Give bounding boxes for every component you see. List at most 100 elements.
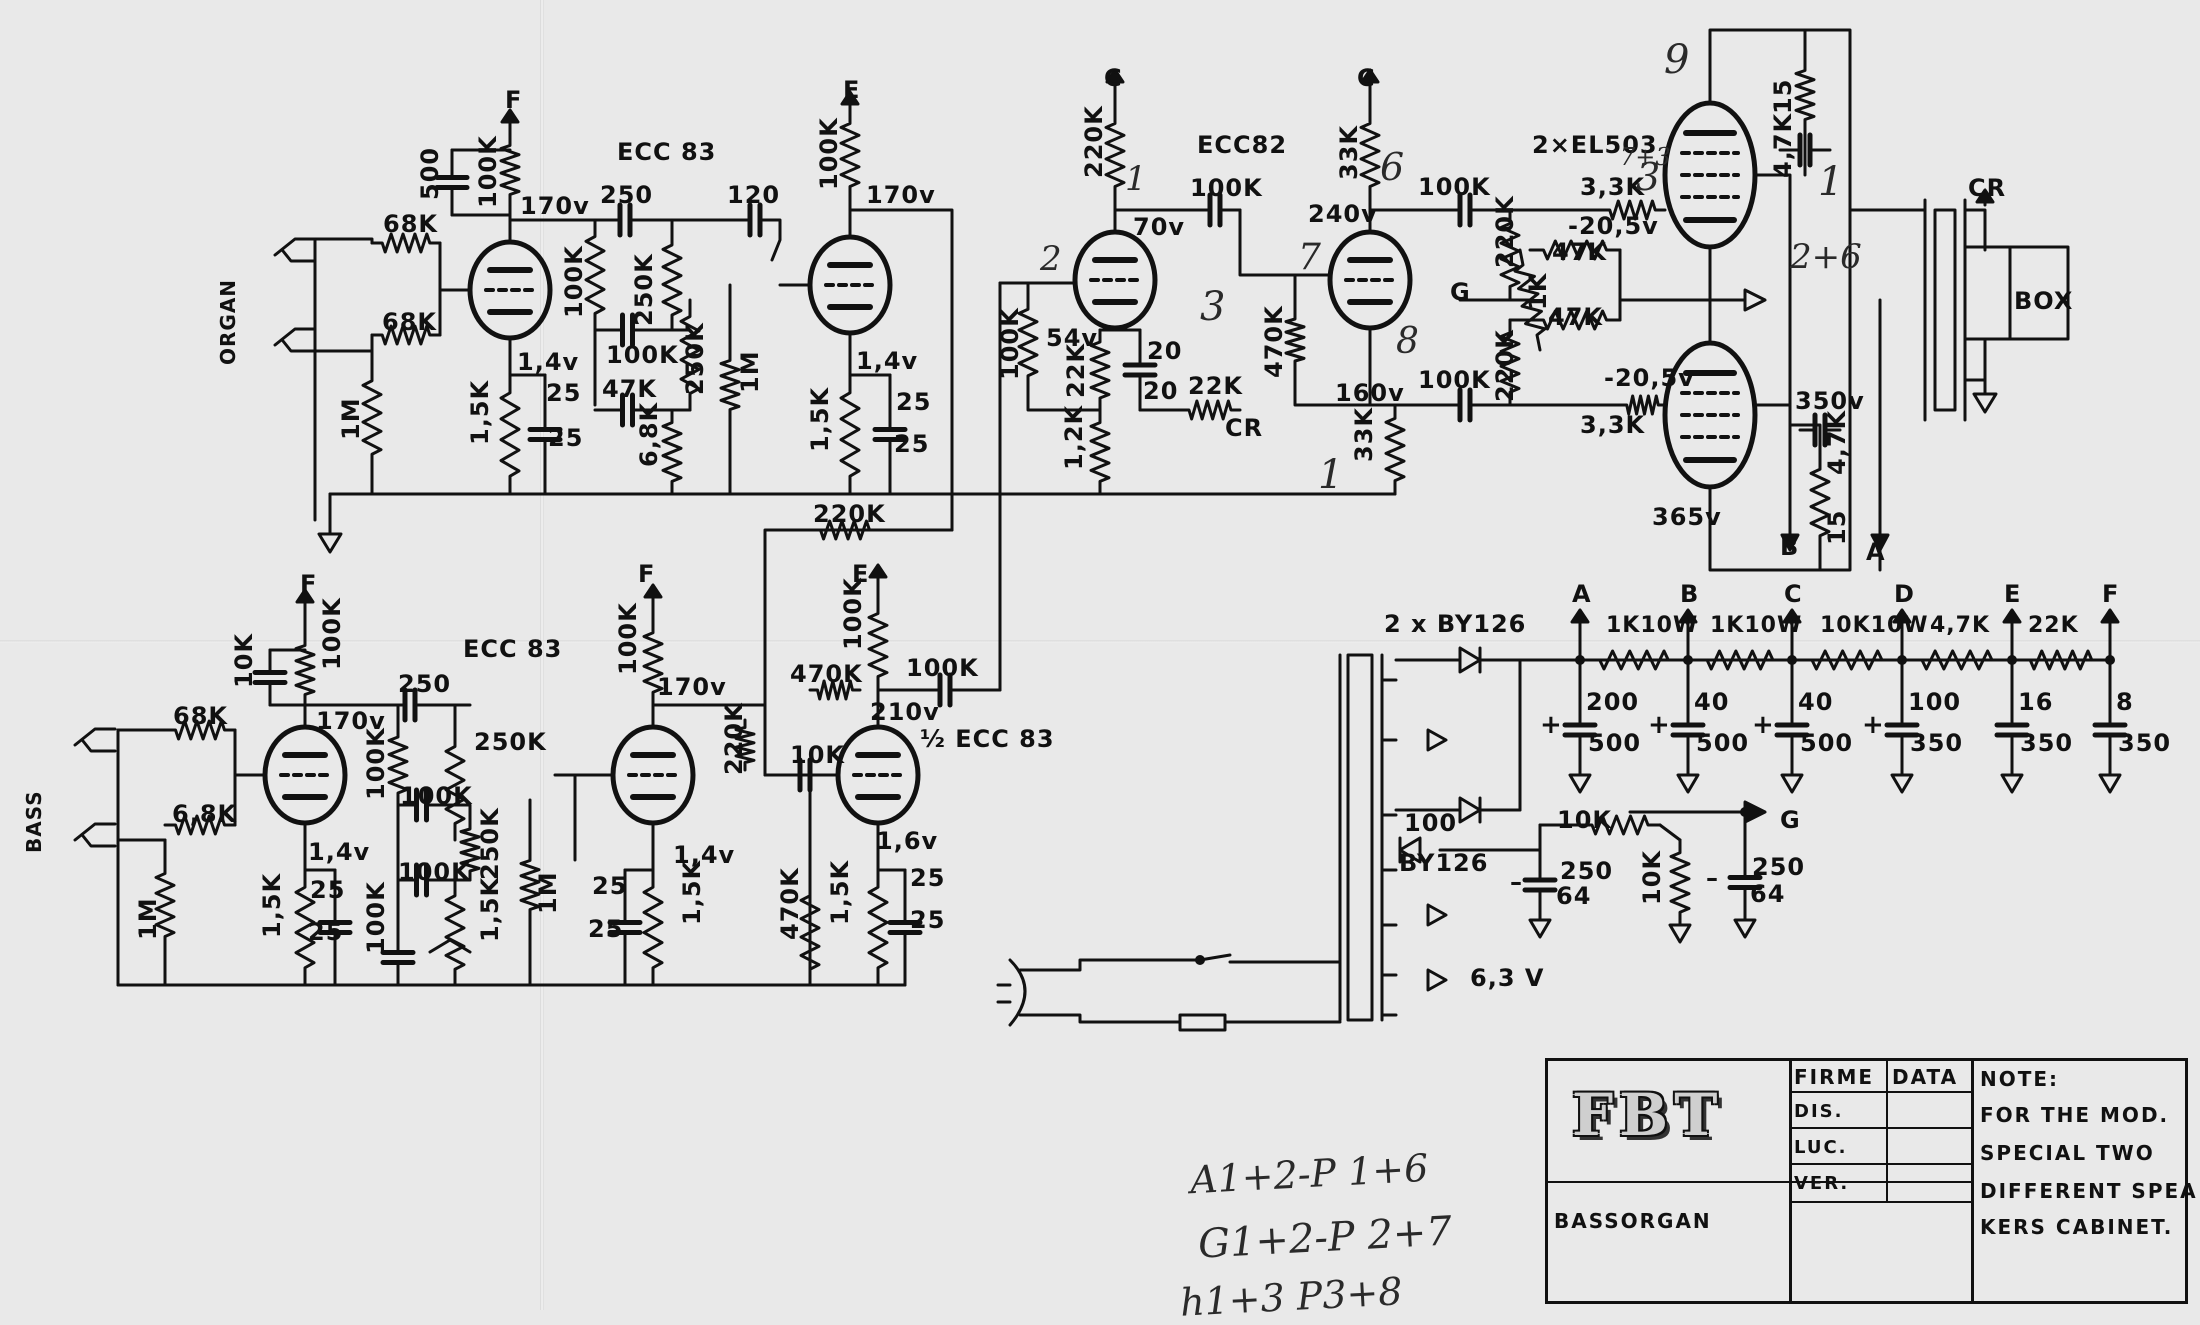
supply-arrow — [1570, 608, 1590, 624]
resistor-label: 220K — [720, 702, 748, 775]
cap-label: 20 — [1147, 337, 1183, 365]
supply-node-label: A — [1572, 580, 1592, 608]
wire — [438, 241, 472, 292]
filter-cap-voltage: 350 — [2118, 729, 2172, 757]
filter-cap-value: 200 — [1586, 688, 1640, 716]
note-line: DIFFERENT SPEA — [1980, 1179, 2198, 1203]
resistor — [867, 868, 889, 987]
voltage-organ-v2-cathode: 1,4v — [856, 347, 919, 375]
pot-label: 1M — [534, 871, 562, 914]
junction-dot — [1195, 955, 1205, 965]
filter-cap-voltage: 500 — [1696, 729, 1750, 757]
components — [73, 58, 2128, 1032]
rectifier-label: 2 x BY126 — [1384, 610, 1527, 638]
wire — [1658, 823, 1682, 842]
title-block-divider — [1789, 1127, 1974, 1129]
voltage-bass-v2-cathode: 1,4v — [673, 841, 736, 869]
resistor-label: 100K — [996, 307, 1024, 380]
filter-cap-value: 16 — [2018, 688, 2054, 716]
resistor — [1017, 293, 1039, 392]
cap-label: 250 — [398, 670, 452, 698]
ground-symbol — [1890, 773, 1914, 794]
triode-envelope — [807, 234, 893, 336]
resistor-label: 100K — [362, 881, 390, 954]
triode-envelope — [1327, 229, 1413, 331]
cap-label: 25 — [910, 906, 946, 934]
resistor — [1528, 239, 1622, 261]
mains-fuse — [1178, 1013, 1227, 1032]
filter-cap-value: 100 — [1908, 688, 1962, 716]
bias-cap-1-voltage: 64 — [1556, 882, 1592, 910]
bass-input-label: BASS — [22, 790, 46, 853]
resistor-label: 1M — [134, 897, 162, 940]
cap-label: 100K — [906, 654, 979, 682]
ground-symbol — [2098, 773, 2122, 794]
handwritten-tube-number: 9 — [1664, 37, 1690, 83]
bias-cap-1-value: 250 — [1560, 857, 1614, 885]
supply-node-label: B — [1680, 580, 1700, 608]
wire — [428, 938, 452, 954]
resistor-label: 22K — [1188, 372, 1243, 400]
handwritten-tube-number: 1 — [1318, 452, 1344, 498]
cap-polarity: + — [1752, 710, 1775, 740]
column-data: DATA — [1892, 1065, 1959, 1089]
note-line: FOR THE MOD. — [1980, 1103, 2170, 1127]
supply-arrow — [500, 108, 520, 124]
resistor — [163, 719, 237, 741]
resistor — [1809, 453, 1831, 552]
resistor — [839, 373, 861, 496]
tube-label-phase-inverter: ECC82 — [1197, 131, 1288, 159]
series-resistor-label: 1K10W — [1606, 613, 1699, 638]
cap-label: 25 — [910, 864, 946, 892]
speaker-connector — [1963, 245, 2012, 341]
resistor — [1384, 403, 1406, 496]
resistor-label: 33K — [1335, 125, 1363, 180]
paper-fold-vertical — [540, 0, 544, 1310]
resistor — [808, 679, 862, 701]
bias-arrow — [1743, 800, 1767, 824]
handwritten-note: h1+3 P3+8 — [1179, 1269, 1404, 1325]
title-block-divider — [1789, 1163, 1974, 1165]
speaker-node-label: CR — [1968, 174, 2007, 202]
wire — [1018, 958, 1202, 972]
resistor-label: 100K — [362, 727, 390, 800]
voltage-pi-plate-left: 70v — [1133, 213, 1186, 241]
handwritten-tube-number: 7 — [1298, 237, 1321, 278]
resistor — [1618, 394, 1667, 416]
resistor — [370, 324, 442, 346]
cap-polarity: + — [1862, 710, 1885, 740]
supply-arrow — [1780, 533, 1800, 552]
resistor — [1499, 208, 1521, 302]
handwritten-tube-number: 1 — [1818, 159, 1844, 205]
resistor — [1089, 328, 1111, 412]
voltage-mixer-cathode: 1,6v — [876, 827, 939, 855]
row-ver: VER. — [1794, 1173, 1850, 1194]
supply-arrow — [840, 90, 860, 106]
cap-label: 120 — [727, 181, 781, 209]
supply-arrow — [1105, 68, 1125, 84]
resistor — [459, 818, 481, 882]
supply-arrow — [1892, 608, 1912, 624]
supply-node-g-pi: G — [1450, 278, 1471, 306]
input-jack — [81, 834, 117, 848]
mains-plug — [1008, 958, 1027, 1027]
supply-arrow — [1782, 608, 1802, 624]
resistor-label: 15 — [1769, 78, 1797, 114]
resistor-label: 6,8K — [172, 800, 238, 828]
supply-node-f-bass: F — [300, 570, 318, 598]
supply-arrow — [643, 583, 663, 599]
supply-arrow — [1870, 533, 1890, 552]
ground-symbol — [2000, 773, 2024, 794]
resistor — [661, 408, 683, 496]
diode — [1458, 796, 1482, 824]
ground-symbol — [1780, 773, 1804, 794]
wire — [233, 728, 267, 777]
handwritten-tube-number: 1 — [1125, 159, 1147, 199]
wire — [1963, 338, 1987, 382]
voltage-bass-v2-plate: 170v — [657, 673, 727, 701]
resistor-label: 220K — [1491, 329, 1519, 402]
ground-symbol — [317, 532, 343, 554]
supply-node-e-mixer: E — [852, 560, 870, 588]
filter-cap-voltage: 500 — [1800, 729, 1854, 757]
wire — [1478, 658, 1522, 812]
